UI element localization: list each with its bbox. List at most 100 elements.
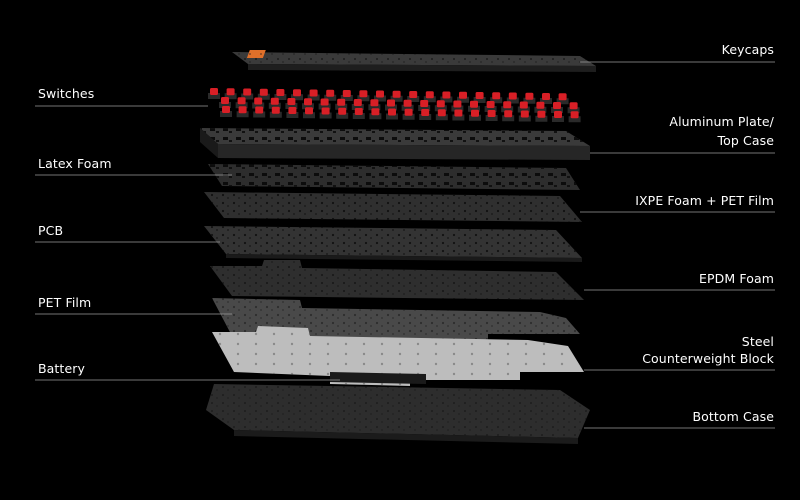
switch-stem: [304, 98, 312, 106]
switch-stem: [425, 91, 434, 99]
switch-housing: [274, 94, 287, 100]
switch-stem: [520, 110, 529, 118]
steel-counterweight-layer: [212, 326, 584, 386]
switch-housing: [473, 97, 486, 103]
switch-housing: [324, 94, 337, 101]
switch-stem: [487, 110, 496, 117]
label-epdm-foam: EPDM Foam: [699, 271, 774, 286]
switch-stem: [554, 111, 562, 118]
label-ixpe-foam: IXPE Foam + PET Film: [635, 193, 774, 208]
battery-layer: [330, 372, 426, 384]
switch-housing: [435, 114, 448, 121]
switch-stem: [371, 108, 380, 116]
switch-stem: [470, 100, 478, 108]
switch-housing: [535, 115, 548, 122]
switch-housing: [208, 93, 220, 99]
switch-stem: [359, 90, 368, 98]
switch-stem: [270, 97, 279, 105]
label-steel-line2: Counterweight Block: [642, 351, 774, 366]
switch-housing: [302, 103, 314, 110]
switch-housing: [523, 97, 536, 104]
switch-housing: [386, 113, 398, 120]
label-bottom-case: Bottom Case: [692, 409, 774, 424]
switch-housing: [268, 102, 281, 109]
switch-housing: [220, 111, 232, 117]
switch-stem: [525, 92, 534, 100]
switch-housing: [368, 104, 381, 111]
switch-stem: [459, 91, 467, 99]
switch-stem: [421, 109, 430, 116]
switch-housing: [307, 94, 320, 101]
switch-housing: [336, 112, 349, 119]
switch-stem: [519, 101, 528, 109]
switch-stem: [475, 92, 484, 99]
switch-housing: [419, 114, 432, 120]
switch-stem: [276, 89, 285, 96]
switch-housing: [418, 105, 431, 111]
switch-housing: [318, 103, 331, 110]
pcb-layer: [204, 226, 582, 262]
switch-housing: [285, 103, 298, 109]
switch-housing: [241, 93, 254, 100]
switch-housing: [402, 113, 415, 120]
label-latex-foam: Latex Foam: [38, 156, 112, 171]
switch-stem: [420, 100, 429, 107]
label-battery: Battery: [38, 361, 85, 376]
switch-housing: [340, 95, 353, 101]
switch-stem: [471, 109, 479, 117]
switch-stem: [553, 102, 561, 109]
label-aluminum-plate-line1: Aluminum Plate/: [669, 114, 774, 129]
switch-housing: [269, 111, 282, 118]
switch-housing: [490, 97, 503, 104]
switch-housing: [457, 96, 469, 103]
switch-stem: [237, 97, 246, 105]
switch-stem: [403, 99, 412, 107]
label-steel-line1: Steel: [741, 334, 774, 349]
switch-stem: [504, 110, 513, 118]
ixpe-foam-layer: [204, 192, 582, 222]
switch-housing: [568, 116, 581, 123]
switch-stem: [537, 110, 546, 118]
switch-stem: [354, 108, 363, 115]
switch-stem: [288, 107, 297, 114]
switch-housing: [434, 105, 447, 112]
switch-housing: [469, 114, 481, 121]
switch-housing: [567, 107, 580, 114]
switch-stem: [353, 99, 362, 106]
switch-housing: [224, 93, 237, 100]
switch-stem: [255, 106, 264, 114]
switch-stem: [321, 107, 330, 115]
switch-housing: [540, 98, 552, 104]
switch-housing: [390, 95, 403, 102]
label-aluminum-plate-line2: Top Case: [717, 133, 774, 148]
switch-housing: [235, 102, 248, 109]
switch-stem: [542, 93, 550, 100]
keycaps-layer: [232, 50, 596, 72]
switch-stem: [409, 91, 418, 98]
switch-stem: [226, 88, 235, 96]
switch-housing: [506, 97, 519, 104]
switch-housing: [485, 115, 498, 121]
switch-housing: [502, 115, 515, 122]
switch-housing: [236, 111, 249, 118]
switch-housing: [440, 96, 453, 103]
switch-stem: [454, 109, 463, 117]
switch-stem: [453, 100, 462, 108]
switch-stem: [254, 97, 263, 105]
switch-stem: [503, 101, 512, 109]
switch-stem: [437, 109, 446, 117]
switch-stem: [271, 106, 280, 114]
switch-housing: [252, 102, 265, 109]
latex-foam-layer: [208, 164, 580, 190]
switch-stem: [376, 90, 384, 98]
switch-housing: [351, 104, 364, 110]
switch-stem: [388, 108, 396, 116]
switch-housing: [253, 111, 266, 118]
switch-housing: [352, 113, 365, 119]
switch-stem: [338, 107, 347, 115]
label-pcb: PCB: [38, 223, 64, 238]
label-keycaps: Keycaps: [721, 42, 774, 57]
switch-stem: [536, 101, 545, 109]
switch-housing: [451, 105, 464, 112]
